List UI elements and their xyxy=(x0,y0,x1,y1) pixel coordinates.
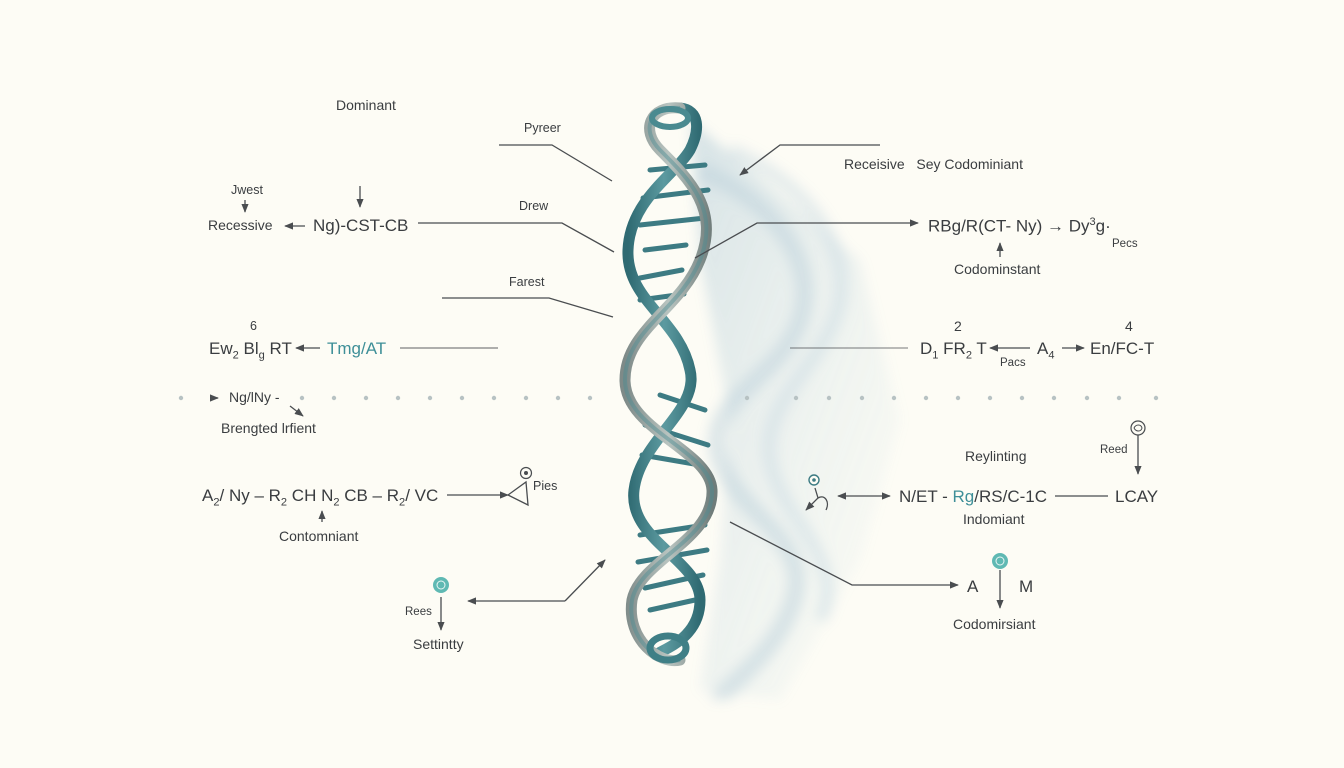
formula-ew-bl-rt: Ew2 Blg RT xyxy=(209,339,292,362)
dotted-separator xyxy=(178,395,1159,401)
label-drew: Drew xyxy=(519,199,549,213)
arrow-to-a xyxy=(729,521,959,589)
branch-glyph-curve xyxy=(817,496,829,511)
label-brengted-lrfient: Brengted lrfient xyxy=(221,420,316,436)
label-receisive-codominiant: Receisive Sey Codominiant xyxy=(844,156,1023,172)
label-settintty: Settintty xyxy=(413,636,464,652)
label-a: A xyxy=(967,577,979,596)
label-num-6: 6 xyxy=(250,319,257,333)
label-codominstant: Codominstant xyxy=(954,261,1041,277)
formula-tmg-at: Tmg/AT xyxy=(327,339,387,358)
formula-en-fc-t: En/FC-T xyxy=(1090,339,1155,358)
arrow-up-right xyxy=(564,559,606,602)
label-num-4: 4 xyxy=(1125,318,1133,334)
helix-top-loop xyxy=(649,106,691,130)
label-dominant: Dominant xyxy=(336,97,396,113)
formula-a2-ny-r2: A2/ Ny – R2 CH N2 CB – R2/ VC xyxy=(202,486,439,509)
label-m: M xyxy=(1019,577,1034,596)
leader-pyreer xyxy=(499,144,613,182)
teal-dot-icon-rees xyxy=(433,577,449,593)
label-pecs: Pecs xyxy=(1112,238,1138,250)
label-lcay: LCAY xyxy=(1115,487,1159,506)
formula-ng-lny: Ng/lNy - xyxy=(229,389,280,405)
label-pacs: Pacs xyxy=(1000,357,1026,369)
formula-ng-cst-cb: Ng)-CST-CB xyxy=(313,216,409,235)
leader-lines xyxy=(209,144,1142,631)
label-num-2: 2 xyxy=(954,318,962,334)
label-indomiant: Indomiant xyxy=(963,511,1025,527)
label-jwest: Jwest xyxy=(231,183,263,197)
label-reed: Reed xyxy=(1100,444,1128,456)
formula-a4: A4 xyxy=(1037,339,1055,362)
helix-shadow xyxy=(690,120,900,703)
label-reylinting: Reylinting xyxy=(965,448,1027,464)
helix-bottom-loop xyxy=(646,632,690,664)
formula-d1-fr2-t: D1 FR2 T xyxy=(920,339,987,362)
leader-farest xyxy=(442,297,614,318)
base-pairs xyxy=(635,162,711,613)
circle-icons xyxy=(433,420,1146,593)
formula-rbg-rct-ny: RBg/R(CT- Ny) → Dy3g· xyxy=(928,216,1111,236)
label-codomirsiant: Codomirsiant xyxy=(953,616,1036,632)
label-recessive: Recessive xyxy=(208,217,273,233)
circle-icon-reed xyxy=(1130,420,1146,436)
arrow-rbg xyxy=(694,219,919,259)
dna-helix xyxy=(619,102,718,667)
label-rees: Rees xyxy=(405,606,432,618)
formula-net-rg-rsc: N/ET - Rg/RS/C-1C xyxy=(899,487,1047,506)
triangle-pies xyxy=(506,480,529,507)
label-contomniant: Contomniant xyxy=(279,528,359,544)
arrow-diag-brengted xyxy=(289,405,304,417)
leader-drew xyxy=(418,222,615,253)
arrow-receisive xyxy=(739,144,880,176)
label-pies: Pies xyxy=(533,479,558,493)
teal-dot-icon-am xyxy=(992,553,1008,569)
label-pyreer: Pyreer xyxy=(524,121,561,135)
label-farest: Farest xyxy=(509,275,545,289)
